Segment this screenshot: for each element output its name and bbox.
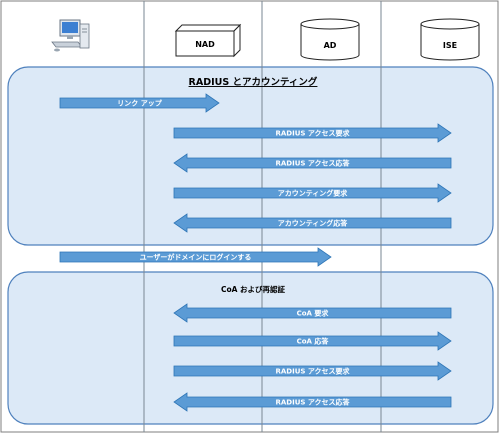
group-title-coa-reauth: CoA および再認証 <box>221 284 286 294</box>
ise-cylinder: ISE <box>420 18 480 61</box>
message-label: アカウンティング応答 <box>278 219 349 228</box>
message-label: RADIUS アクセス要求 <box>275 129 350 138</box>
nad-label: NAD <box>195 40 215 49</box>
message-label: CoA 応答 <box>297 337 330 346</box>
message-arrow <box>173 303 452 323</box>
message-arrow <box>173 213 452 233</box>
message-arrow <box>59 247 332 267</box>
nad-box: NAD <box>174 23 242 58</box>
message-arrow <box>173 123 452 143</box>
message-label: CoA 要求 <box>297 309 330 318</box>
ad-cylinder: AD <box>300 18 360 61</box>
group-panel-radius-accounting <box>7 66 494 246</box>
message-label: アカウンティング要求 <box>278 189 349 198</box>
desktop-computer-icon <box>51 19 90 52</box>
message-label: ユーザーがドメインにログインする <box>140 253 252 262</box>
message-arrow <box>173 153 452 173</box>
message-arrow <box>173 392 452 412</box>
message-arrow <box>59 93 220 113</box>
lifelines <box>143 1 382 432</box>
ise-label: ISE <box>443 41 457 50</box>
message-label: リンク アップ <box>117 99 162 108</box>
group-title-radius-accounting: RADIUS とアカウンティング <box>189 76 318 88</box>
message-arrow <box>173 331 452 351</box>
message-arrow <box>173 361 452 381</box>
message-label: RADIUS アクセス応答 <box>275 159 350 168</box>
message-arrows: リンク アップ RADIUS アクセス要求 RADIUS アクセス応答アカウンティン… <box>59 93 452 412</box>
message-label: RADIUS アクセス要求 <box>275 367 350 376</box>
message-arrow <box>173 183 452 203</box>
message-label: RADIUS アクセス応答 <box>275 398 350 407</box>
ad-label: AD <box>324 41 337 50</box>
